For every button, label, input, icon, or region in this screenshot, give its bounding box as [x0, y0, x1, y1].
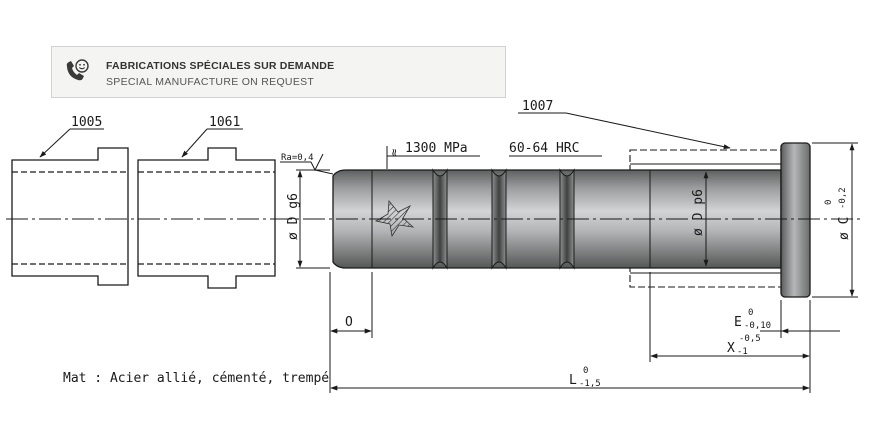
l-dimension-label: L	[569, 373, 577, 388]
bushing-1005-outline	[11, 147, 129, 286]
roughness-label: Ra=0,4	[281, 153, 314, 163]
pin-head	[780, 142, 811, 298]
e-tol-lower: -0,10	[744, 321, 771, 331]
hardness-label: 60-64 HRC	[509, 141, 579, 156]
special-manufacture-banner: FABRICATIONS SPÉCIALES SUR DEMANDE SPECI…	[51, 46, 506, 98]
banner-title-en: SPECIAL MANUFACTURE ON REQUEST	[106, 76, 315, 88]
tensile-label: 1300 MPa	[405, 141, 468, 156]
guide-pin	[332, 142, 811, 298]
dia-c-tol-upper: 0	[824, 200, 834, 205]
dia-c-dimension	[812, 142, 858, 298]
dia-c-tol-lower: -0,2	[838, 187, 848, 209]
ref-1005-label: 1005	[71, 115, 102, 130]
ref-1061-label: 1061	[209, 115, 240, 130]
e-tol-upper: 0	[748, 308, 753, 318]
leader-1061	[181, 128, 243, 158]
material-note: Mat : Acier allié, cémenté, trempé	[63, 371, 330, 386]
phone-smiley-icon	[66, 59, 89, 81]
banner-title-fr: FABRICATIONS SPÉCIALES SUR DEMANDE	[106, 60, 335, 72]
l-tol-upper: 0	[583, 366, 588, 376]
x-tol-upper: -0,5	[739, 334, 761, 344]
dia-d-g6-label: ø D g6	[286, 193, 301, 240]
dia-c-label: ø C	[837, 217, 852, 240]
bushing-1061-outline	[137, 147, 276, 289]
dia-d-g6-dimension	[296, 169, 330, 269]
ref-1007-label: 1007	[522, 99, 553, 114]
approx-symbol: ≈	[387, 149, 401, 156]
tensile-leader	[386, 146, 480, 169]
x-dimension-label: X	[727, 341, 735, 356]
dia-d-p6-label: ø D p6	[691, 189, 706, 236]
leader-1005	[39, 128, 104, 158]
l-tol-lower: -1,5	[579, 379, 601, 389]
leader-1007	[518, 112, 731, 150]
extension-lines	[329, 272, 811, 393]
o-dimension-label: O	[345, 315, 353, 330]
e-dimension-label: E	[734, 315, 742, 330]
x-tol-lower: -1	[737, 347, 748, 357]
